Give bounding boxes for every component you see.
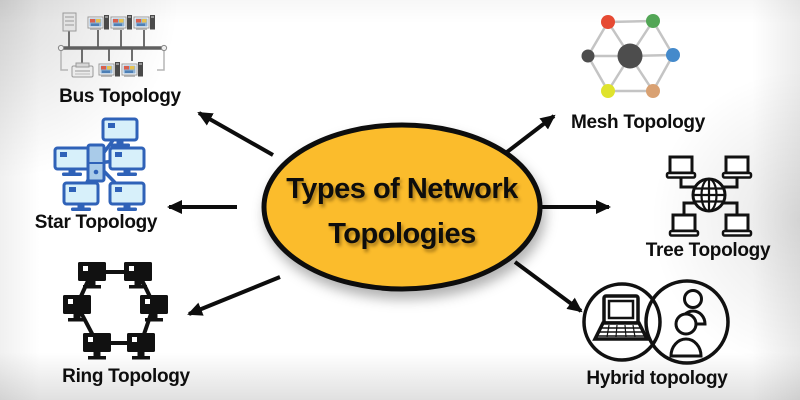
hub-server-icon	[86, 143, 106, 183]
tree-topology-icon	[665, 155, 753, 237]
diagram-title: Types of Network Topologies	[262, 167, 542, 257]
mesh-node-orange	[646, 84, 660, 98]
hybrid-topology-label: Hybrid topology	[586, 368, 728, 389]
diagram-title-line2: Topologies	[328, 218, 476, 250]
mesh-node-yellow	[601, 84, 615, 98]
star-topology-label: Star Topology	[34, 212, 158, 233]
star-topology-icon	[53, 117, 146, 212]
globe-icon	[691, 177, 727, 213]
topology-bus: Bus Topology	[40, 6, 200, 110]
arrow-to-hybrid	[513, 260, 583, 313]
mesh-node-center	[617, 43, 643, 69]
venn-circle-right	[644, 279, 730, 365]
diagram-title-line1: Types of Network	[286, 173, 518, 205]
laptop-icon	[592, 294, 650, 341]
ring-topology-label: Ring Topology	[62, 366, 190, 387]
arrow-to-bus	[197, 111, 274, 157]
mesh-node-gray	[581, 49, 595, 63]
bus-topology-icon	[57, 12, 168, 78]
tree-topology-label: Tree Topology	[645, 240, 771, 261]
mesh-topology-label: Mesh Topology	[570, 112, 706, 133]
bus-topology-label: Bus Topology	[59, 86, 181, 107]
mesh-node-red	[601, 15, 615, 29]
topology-tree: Tree Topology	[628, 143, 788, 263]
mesh-topology-icon	[581, 14, 680, 98]
mesh-node-blue	[666, 48, 680, 62]
users-icon	[669, 289, 707, 358]
ring-topology-icon	[63, 262, 168, 360]
topology-mesh: Mesh Topology	[558, 6, 718, 136]
hybrid-topology-icon	[582, 279, 730, 365]
printer-icon	[71, 62, 94, 78]
server-icon	[62, 12, 77, 32]
topology-hybrid: Hybrid topology	[577, 274, 737, 394]
arrow-to-mesh	[505, 114, 556, 154]
arrow-to-ring	[187, 275, 281, 316]
mesh-node-green	[646, 14, 660, 28]
topology-ring: Ring Topology	[46, 253, 206, 391]
venn-circle-left	[582, 282, 662, 362]
topology-star: Star Topology	[16, 114, 176, 236]
center-ellipse	[261, 122, 543, 292]
